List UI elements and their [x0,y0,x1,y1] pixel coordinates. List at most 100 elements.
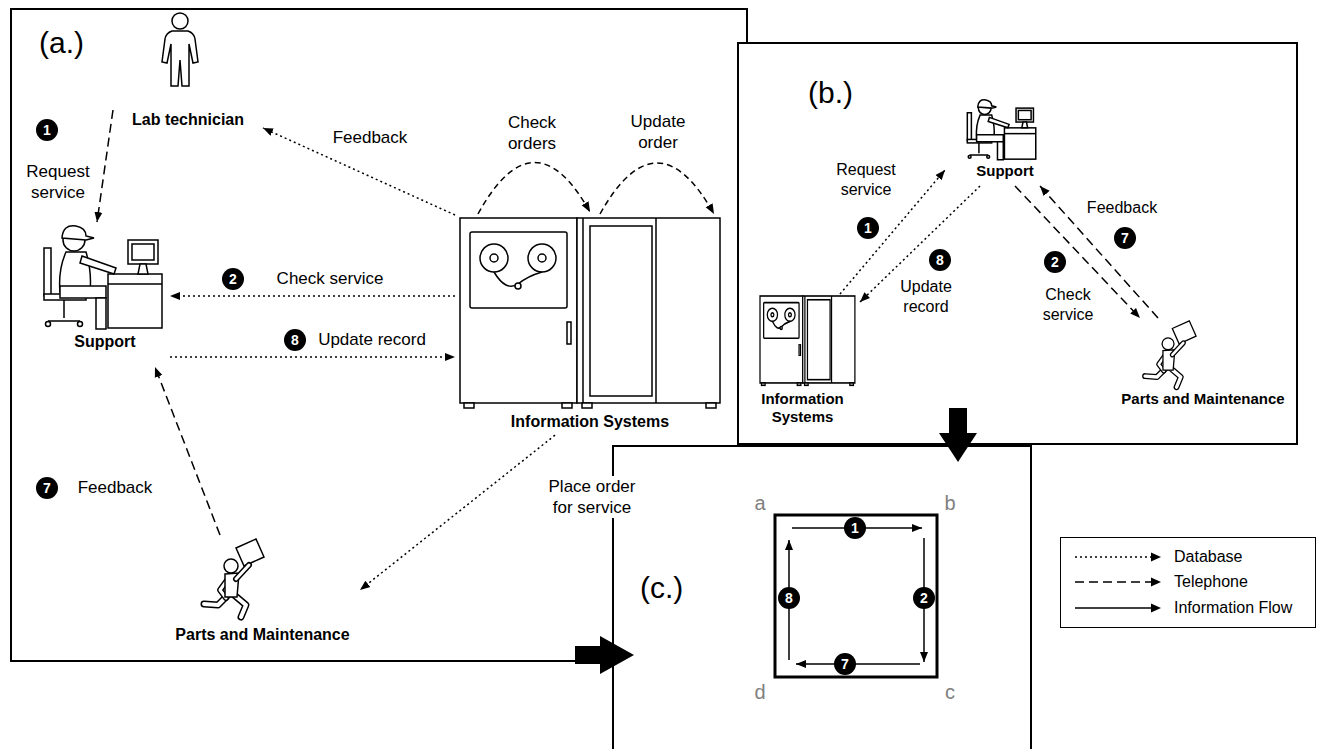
transition-arrow [575,636,634,674]
callout-number: 1 [857,217,879,239]
label-holder: Update record [316,329,428,350]
label-holder: Check service [1037,285,1099,325]
flow-connector [263,128,455,215]
flow-label: Feedback [1085,198,1159,218]
corner-letter: a [754,493,765,513]
actor-node: Support [945,98,1065,186]
corner-letter: d [754,682,765,702]
legend-row: Information Flow [1061,597,1315,619]
legend-arrowhead [1151,578,1161,587]
flow-label: Request service [831,160,901,200]
legend-box: DatabaseTelephoneInformation Flow [1060,537,1316,628]
label-holder: Feedback [331,127,410,148]
flow-label: Request service [20,161,96,204]
callout-number: 7 [834,653,856,675]
legend-line [1075,607,1153,609]
flow-label: Update record [894,277,958,317]
callout-number: 2 [1044,251,1066,273]
actor-node: Support [40,222,170,367]
lab-technician-figure [162,13,198,86]
legend-text: Database [1174,546,1243,568]
label-holder: Update order [623,111,693,154]
legend-line [1075,556,1153,558]
callout-number: 2 [913,587,935,609]
label-holder: 7 [834,653,856,675]
cycle-square [775,515,937,677]
flow-label: Check service [1037,285,1099,325]
callout-number: 7 [1114,227,1136,249]
legend-line [1075,581,1153,583]
lab-technician-figure [172,13,188,29]
support-figure [967,100,1035,160]
panel-frame: (b.) SupportInformation Systems Parts and … [737,42,1298,445]
callout-number: 1 [36,119,58,141]
support-figure [44,226,162,329]
panel-tag: (b.) [808,78,853,108]
flow-label: Place order for service [540,476,644,519]
label-holder: 7 [36,477,58,499]
label-holder: c [945,682,955,702]
legend-text: Telephone [1174,571,1248,593]
label-holder: 2 [913,587,935,609]
legend-sample [1073,576,1165,588]
flow-connector [360,435,555,590]
flow-connector [170,295,455,297]
actor-node: Parts and Maintenance [1113,318,1293,412]
flow-label: Feedback [76,477,155,498]
self-loop [478,162,590,214]
label-holder: Check orders [499,112,565,155]
flow-connector [170,356,455,358]
label-holder: 8 [284,329,306,351]
cycle-arrow [796,663,920,665]
label-holder: Request service [831,160,901,200]
computer-cabinet [760,296,855,385]
label-holder: Check service [275,268,386,289]
panel-frame: (c.) [612,445,1032,749]
label-holder: b [944,493,955,513]
actor-label: Information Systems [745,390,860,426]
label-holder: Feedback [76,477,155,498]
label-holder: a [754,493,765,513]
courier-figure [1145,321,1196,387]
lab-technician-figure [162,31,198,86]
callout-number: 8 [929,249,951,271]
courier-figure [204,539,264,617]
label-holder: 2 [222,268,244,290]
computer-cabinet [460,218,720,408]
label-holder: d [754,682,765,702]
actor-label: Information Systems [455,412,725,431]
actor-label: Support [40,332,170,351]
label-holder: 8 [929,249,951,271]
callout-number: 7 [36,477,58,499]
label-holder: 1 [844,517,866,539]
actor-label: Parts and Maintenance [1113,390,1293,408]
flow-label: Update record [316,329,428,350]
label-holder: 1 [857,217,879,239]
legend-sample [1073,602,1165,614]
legend-row: Telephone [1061,571,1315,593]
legend-row: Database [1061,546,1315,568]
system-node: Information Systems [455,215,725,435]
actor-node: Parts and Maintenance [165,535,360,648]
actor-label: Parts and Maintenance [165,625,360,644]
actor-label: Support [945,162,1065,180]
label-holder: 7 [1114,227,1136,249]
note-label: Update order [623,111,693,154]
label-holder: 1 [36,119,58,141]
actor-label: Lab technician [113,110,263,129]
label-holder: Feedback [1085,198,1159,218]
legend-sample [1073,551,1165,563]
note-label: Check orders [499,112,565,155]
self-loop [478,162,714,214]
flow-label: Feedback [331,127,410,148]
legend-arrowhead [1151,604,1161,613]
corner-letter: b [944,493,955,513]
label-holder: Request service [20,161,96,204]
callout-number: 1 [844,517,866,539]
callout-number: 8 [778,587,800,609]
flow-label: Check service [275,268,386,289]
label-holder: Place order for service [540,476,644,519]
callout-number: 2 [222,268,244,290]
label-holder: 2 [1044,251,1066,273]
